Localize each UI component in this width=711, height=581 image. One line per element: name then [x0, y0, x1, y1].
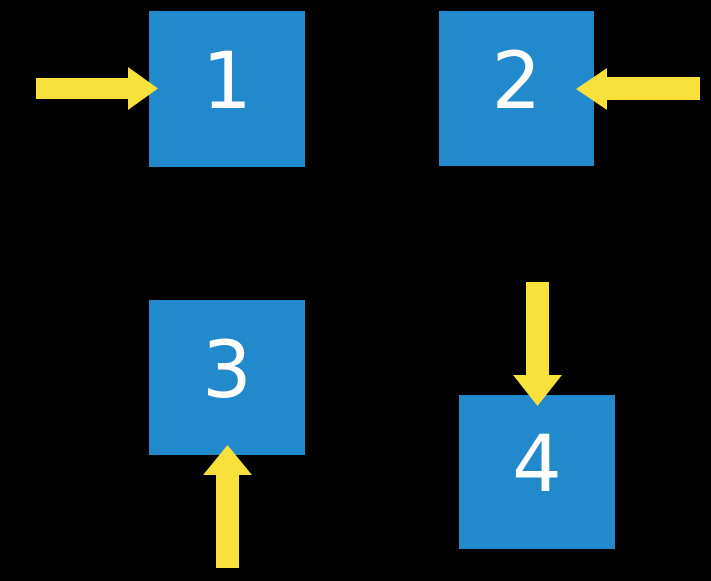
box-1: 1 — [149, 11, 305, 167]
arrow-up-icon — [203, 445, 252, 568]
arrow-down-icon — [513, 282, 562, 406]
box-2-label: 2 — [491, 36, 542, 127]
box-4: 4 — [459, 395, 615, 549]
box-4-label: 4 — [512, 420, 562, 510]
arrow-left-icon — [576, 68, 700, 110]
box-3-label: 3 — [202, 325, 252, 416]
box-2: 2 — [439, 11, 594, 166]
arrow-right-icon — [36, 67, 158, 110]
box-3: 3 — [149, 300, 305, 455]
box-1-label: 1 — [202, 37, 252, 127]
